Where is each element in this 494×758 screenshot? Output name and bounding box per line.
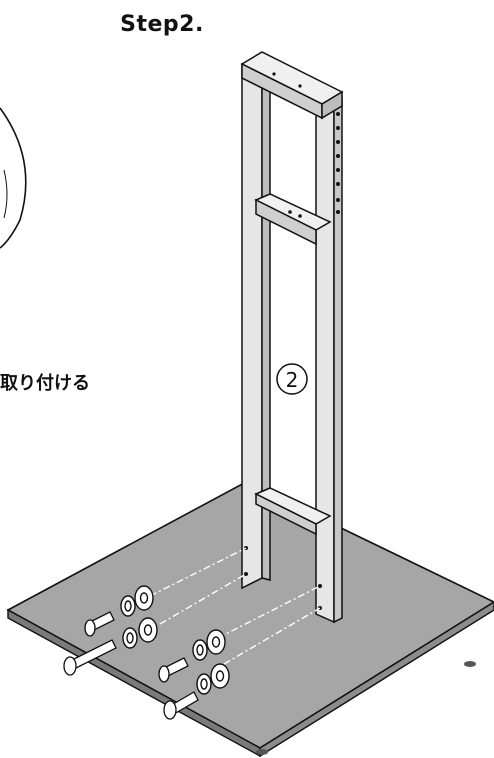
guide-lines (149, 547, 321, 665)
base-plate (6, 481, 494, 758)
screw-set (63, 611, 199, 720)
screw (63, 639, 117, 676)
detail-circle-arc-inner (3, 169, 8, 219)
step-title: Step2. (120, 12, 204, 37)
part-number: 2 (286, 368, 299, 392)
detail-circle-arc (0, 107, 27, 249)
part-number-badge: 2 (276, 363, 308, 395)
washer-set (120, 585, 230, 695)
stand-frame (240, 51, 344, 624)
instruction-label: 取り付ける (0, 373, 90, 394)
screw (163, 691, 199, 720)
screw (158, 657, 189, 683)
screw (84, 611, 115, 637)
